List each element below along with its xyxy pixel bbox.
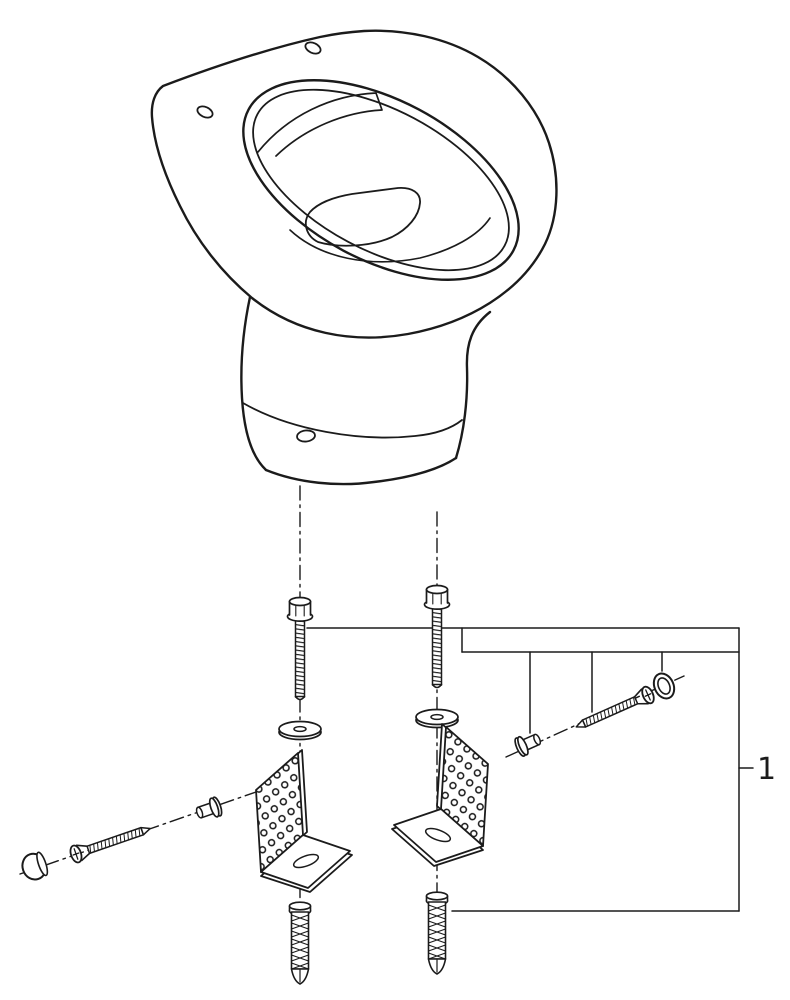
spacer-left [193, 795, 225, 824]
side-screw-left [67, 819, 154, 865]
angle-bracket-left [255, 749, 353, 893]
spacer-right [512, 728, 545, 759]
seat-hole-left [196, 105, 214, 119]
bowl-inner-wall [289, 217, 491, 263]
fixing-bolt-left [286, 596, 314, 701]
toilet-outer-outline [150, 29, 558, 339]
wall-plug-right [425, 891, 449, 975]
wall-plug-left [288, 901, 312, 985]
cover-cap-left [21, 851, 49, 881]
bowl-sump [304, 187, 421, 247]
pedestal-front-hole [296, 429, 316, 443]
pedestal-left-edge [240, 295, 268, 472]
callout-leader-lines [306, 627, 754, 912]
bowl-opening-outer [242, 79, 520, 281]
side-screw-right [571, 684, 658, 736]
angle-bracket-right [391, 723, 489, 867]
washer-right [415, 708, 459, 729]
fixing-bolt-right [423, 584, 451, 689]
seat-hole-right [304, 41, 322, 55]
pedestal-base-line [242, 402, 463, 439]
cap-ring-right [652, 672, 676, 700]
pedestal-right-edge [454, 310, 492, 460]
washer-left [278, 720, 322, 741]
toilet-bowl-drawing [150, 29, 558, 486]
bowl-opening-inner [252, 88, 510, 272]
rim-ledge [257, 92, 383, 157]
callout-label: 1 [757, 752, 776, 787]
pedestal-bottom-edge [264, 456, 458, 486]
